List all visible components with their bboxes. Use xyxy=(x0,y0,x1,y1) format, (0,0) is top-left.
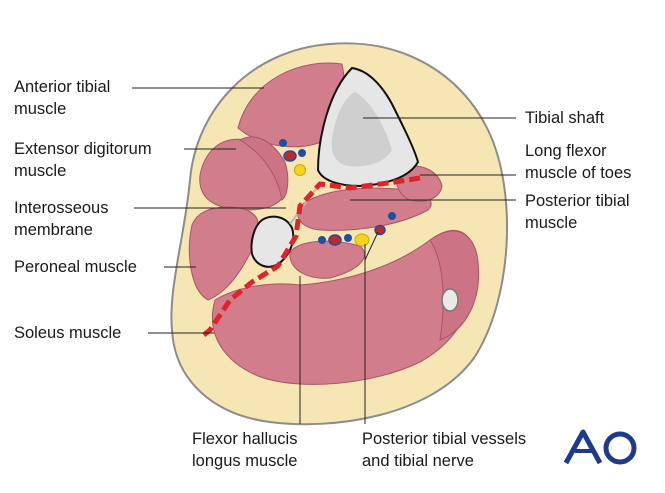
posterior-vein-dot-1 xyxy=(318,236,326,244)
label-line: muscle of toes xyxy=(525,164,632,182)
label-line: and tibial nerve xyxy=(362,452,474,470)
flexor-hallucis-muscle-shape xyxy=(289,240,366,279)
anterior-vein-dot xyxy=(279,139,287,147)
label-posterior-tibial-vessels: Posterior tibial vessels and tibial nerv… xyxy=(362,428,526,472)
posterior-artery-dot xyxy=(328,234,342,246)
extensor-muscle-small-shape xyxy=(238,136,289,201)
label-line: Posterior tibial xyxy=(525,192,630,210)
gastrocnemius-muscle-shape xyxy=(429,230,480,341)
leader-posterior-vessels-branch xyxy=(364,231,379,261)
label-peroneal-muscle: Peroneal muscle xyxy=(14,256,137,278)
label-tibial-shaft: Tibial shaft xyxy=(525,107,604,129)
posterior-vein-dot-3 xyxy=(388,212,396,220)
label-interosseous-membrane: Interosseous membrane xyxy=(14,197,108,241)
anterior-artery-dot xyxy=(283,150,297,162)
posterior-artery-dot-2 xyxy=(374,224,386,236)
label-line: membrane xyxy=(14,221,93,239)
interosseous-membrane-line xyxy=(289,185,319,225)
label-line: muscle xyxy=(525,214,578,232)
tibial-nerve-dot xyxy=(354,233,370,247)
label-line: Peroneal muscle xyxy=(14,258,137,276)
label-posterior-tibial-muscle: Posterior tibial muscle xyxy=(525,190,630,234)
label-soleus-muscle: Soleus muscle xyxy=(14,322,121,344)
label-extensor-digitorum: Extensor digitorum muscle xyxy=(14,138,152,182)
label-line: muscle xyxy=(14,100,67,118)
anterior-vein-dot-2 xyxy=(298,149,306,157)
label-line: longus muscle xyxy=(192,452,298,470)
label-anterior-tibial-muscle: Anterior tibial muscle xyxy=(14,76,110,120)
label-line: Interosseous xyxy=(14,199,109,217)
label-line: Extensor digitorum xyxy=(14,140,152,158)
saphenous-vein-shape xyxy=(441,288,459,312)
label-line: Tibial shaft xyxy=(525,109,605,127)
label-line: Flexor hallucis xyxy=(192,430,298,448)
label-line: Soleus muscle xyxy=(14,324,122,342)
label-line: muscle xyxy=(14,162,67,180)
label-flexor-hallucis: Flexor hallucis longus muscle xyxy=(192,428,297,472)
label-line: Long flexor xyxy=(525,142,607,160)
ao-logo-a-shape xyxy=(563,429,603,465)
ao-logo-o-shape xyxy=(603,431,637,465)
label-long-flexor: Long flexor muscle of toes xyxy=(525,140,631,184)
label-line: Posterior tibial vessels xyxy=(362,430,527,448)
ao-logo xyxy=(563,429,637,465)
posterior-vein-dot-2 xyxy=(344,234,352,242)
label-line: Anterior tibial xyxy=(14,78,111,96)
incision-dashed-line xyxy=(198,175,421,340)
anterior-nerve-dot xyxy=(294,164,306,176)
tibia-medullary-shape xyxy=(331,92,392,167)
